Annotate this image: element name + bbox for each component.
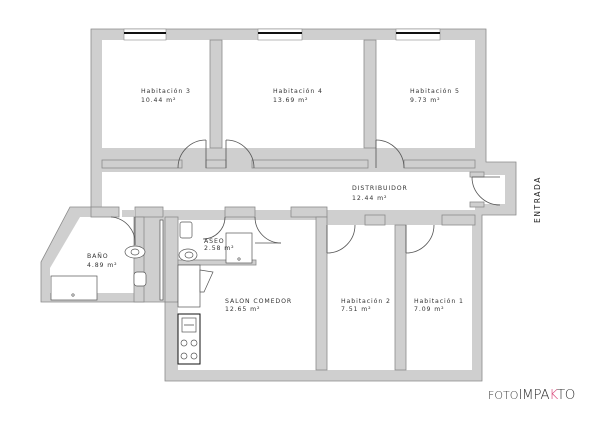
room-name-habitacion-5: Habitación 5: [410, 87, 460, 95]
brand-k: K: [549, 387, 557, 403]
room-name-habitacion-1: Habitación 1: [414, 297, 464, 305]
room-area-habitacion-1: 7.09 m²: [414, 306, 445, 313]
room-area-habitacion-4: 13.69 m²: [273, 97, 308, 104]
entrance-label: ENTRADA: [533, 176, 542, 223]
doors: [110, 139, 501, 254]
walls: [40, 28, 517, 382]
room-name-habitacion-4: Habitación 4: [273, 87, 323, 95]
room-name-habitacion-2: Habitación 2: [341, 297, 391, 305]
room-name-salon-comedor: SALON COMEDOR: [225, 298, 292, 305]
room-name-habitacion-3: Habitación 3: [141, 87, 191, 95]
room-area-habitacion-5: 9.73 m²: [410, 97, 441, 104]
room-area-distribuidor: 12.44 m²: [352, 195, 387, 202]
room-area-habitacion-2: 7.51 m²: [341, 306, 372, 313]
room-name-bano: BAÑO: [87, 251, 109, 260]
kitchen: [177, 264, 214, 365]
room-area-habitacion-3: 10.44 m²: [141, 97, 176, 104]
brand-impa: IMPA: [518, 387, 550, 403]
room-area-bano: 4.89 m²: [87, 262, 118, 269]
brand-logo: FOTOIMPAKTO: [488, 387, 575, 403]
room-labels: Habitación 3 10.44 m² Habitación 4 13.69…: [87, 87, 464, 313]
room-name-aseo: ASEO: [204, 238, 225, 245]
bathroom-fixtures: [50, 219, 253, 301]
windows: [123, 28, 441, 41]
brand-foto: FOTO: [488, 389, 519, 402]
room-area-salon-comedor: 12.65 m²: [225, 306, 260, 313]
room-area-aseo: 2.58 m²: [204, 245, 235, 252]
brand-to: TO: [556, 387, 576, 403]
room-name-distribuidor: DISTRIBUIDOR: [352, 185, 408, 192]
